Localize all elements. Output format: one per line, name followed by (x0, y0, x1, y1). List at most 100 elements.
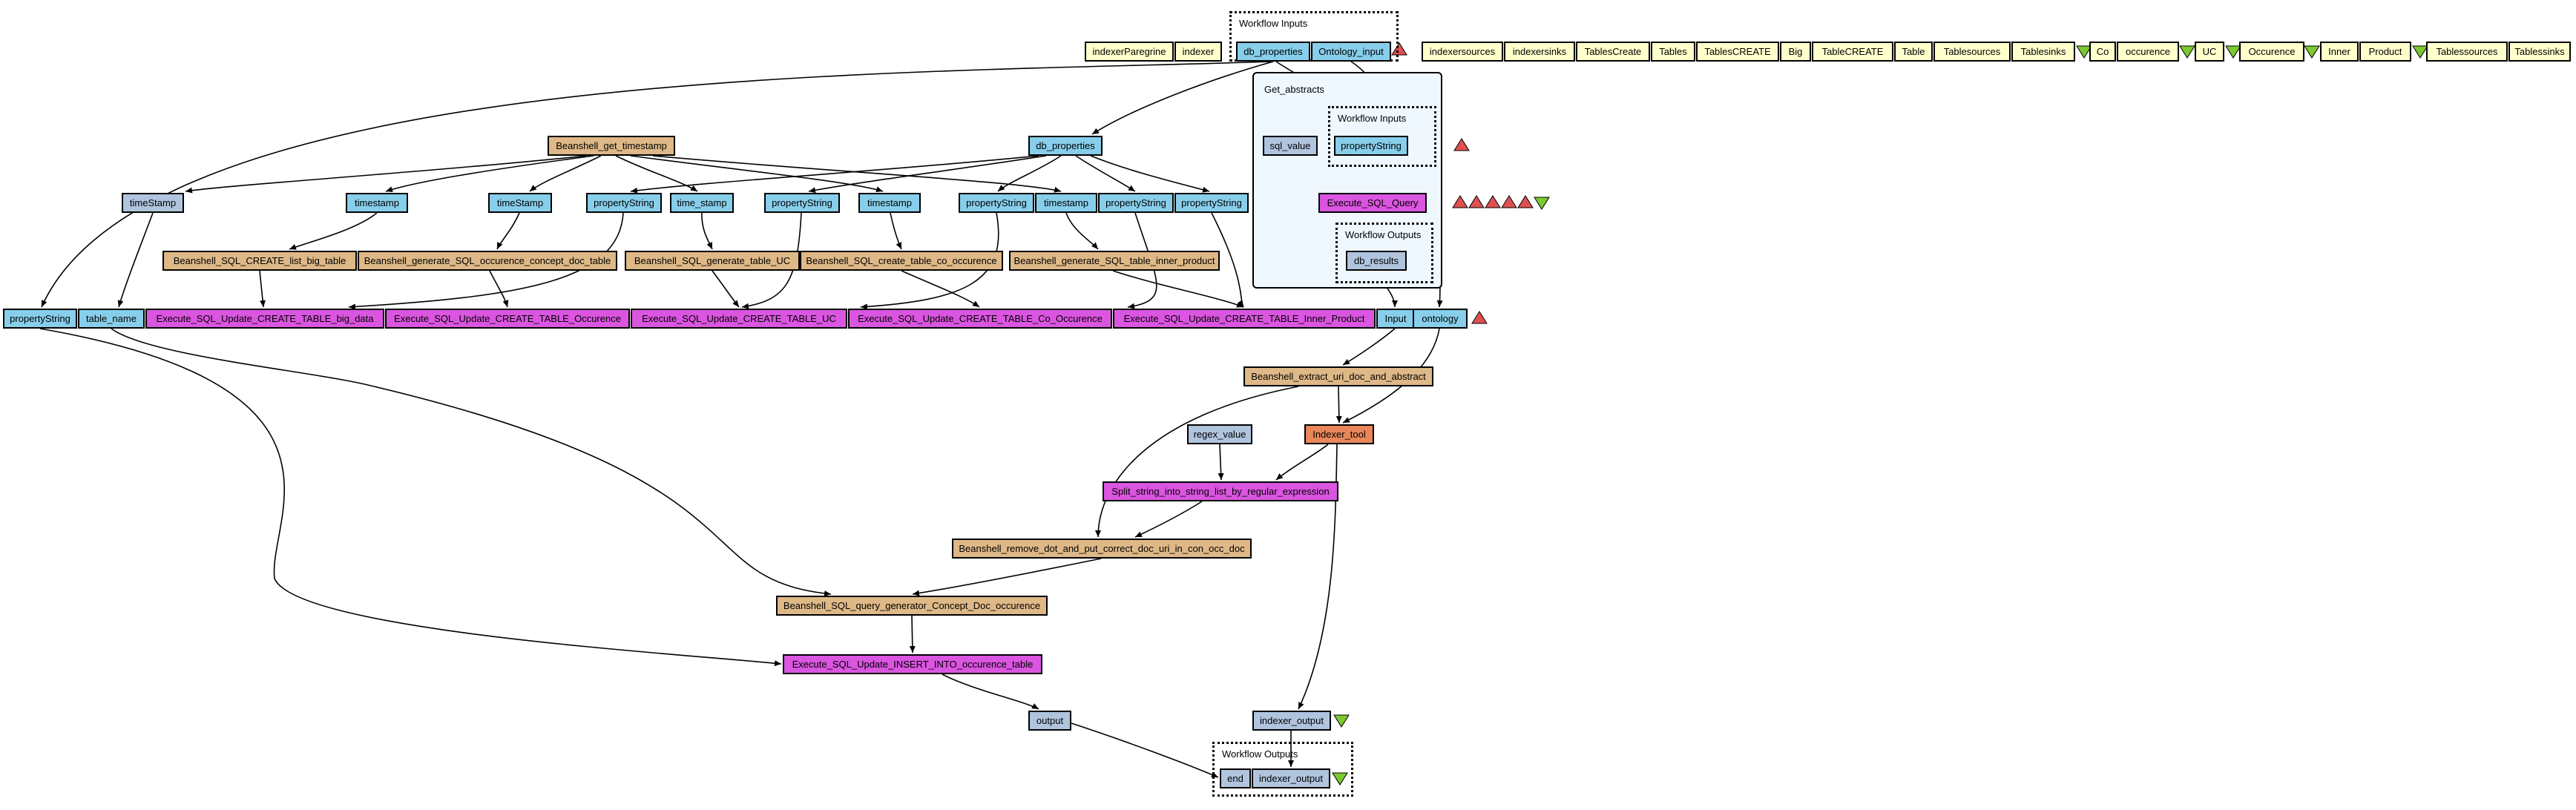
edge-ps6-ex3 (741, 212, 802, 309)
node-c-tablesinks[interactable]: Tablesinks (2011, 42, 2075, 62)
cluster-label: Get_abstracts (1264, 84, 1324, 95)
node-c-tablessinks[interactable]: Tablessinks (2508, 42, 2571, 62)
edge-bs2-ex2 (489, 270, 509, 308)
edge-ps4-ex1 (348, 212, 624, 310)
node-wo-end[interactable]: end (1220, 768, 1251, 788)
node-indexer-tool[interactable]: Indexer_tool (1304, 424, 1374, 444)
node-timestamp-7[interactable]: timestamp (858, 193, 921, 213)
node-table-name[interactable]: table_name (78, 309, 145, 329)
node-c-tablescreate[interactable]: TablesCreate (1576, 42, 1650, 62)
node-wi-ontology-input[interactable]: Ontology_input (1311, 42, 1391, 62)
edge-ts9-bs (1065, 212, 1099, 250)
edge-extract-remove (1095, 386, 1299, 538)
edge-indexer-output (1298, 444, 1338, 710)
node-timestamp-2[interactable]: timestamp (346, 193, 408, 213)
node-timeStamp-3[interactable]: timeStamp (488, 193, 552, 213)
triangle-up-icon (1452, 195, 1468, 208)
node-wi-db-properties[interactable]: db_properties (1236, 42, 1310, 62)
node-bs-create-list-big-table[interactable]: Beanshell_SQL_CREATE_list_big_table (162, 251, 357, 271)
node-beanshell-get-timestamp[interactable]: Beanshell_get_timestamp (548, 136, 675, 156)
node-c-tableCREATE[interactable]: TableCREATE (1812, 42, 1893, 62)
triangle-down-icon (1333, 714, 1350, 728)
edge-ps-left-insert (39, 328, 782, 667)
node-time-stamp-5[interactable]: time_stamp (670, 193, 734, 213)
node-wo-indexer-output[interactable]: indexer_output (1252, 768, 1330, 788)
node-input[interactable]: Input (1376, 309, 1415, 329)
triangle-up-icon (1517, 195, 1534, 208)
node-c-occurence[interactable]: occurence (2117, 42, 2179, 62)
cluster-label: Workflow Inputs (1338, 113, 1407, 124)
edge-bs4-ex4 (901, 270, 980, 308)
node-c-co[interactable]: Co (2089, 42, 2116, 62)
edge-ts-9 (652, 155, 1062, 193)
triangle-down-icon (2225, 45, 2241, 59)
edge-ts-3 (529, 155, 602, 192)
edge-ps11-ex5 (1211, 212, 1244, 308)
node-indexer-output[interactable]: indexer_output (1252, 711, 1331, 731)
node-propertyString-11[interactable]: propertyString (1174, 193, 1249, 213)
edge-db-props (1091, 61, 1274, 135)
cluster-label: Workflow Inputs (1239, 18, 1308, 29)
node-propertyString-left[interactable]: propertyString (3, 309, 77, 329)
node-c-indexersources[interactable]: indexersources (1422, 42, 1503, 62)
node-split-string[interactable]: Split_string_into_string_list_by_regular… (1103, 481, 1338, 501)
node-c-tablessources[interactable]: Tablessources (2426, 42, 2508, 62)
node-c-Occurence[interactable]: Occurence (2239, 42, 2304, 62)
edge-split-remove (1134, 501, 1203, 538)
cluster-bottom-workflow-outputs: Workflow Outputs (1212, 742, 1353, 797)
node-bs-query-generator[interactable]: Beanshell_SQL_query_generator_Concept_Do… (776, 596, 1048, 616)
node-bs-generate-occurence[interactable]: Beanshell_generate_SQL_occurence_concept… (358, 251, 617, 271)
node-c-table[interactable]: Table (1894, 42, 1933, 62)
triangle-down-icon (2076, 45, 2092, 59)
node-bs-create-table-co[interactable]: Beanshell_SQL_create_table_co_occurence (800, 251, 1003, 271)
node-propertyString-10[interactable]: propertyString (1098, 193, 1174, 213)
node-propertyString-8[interactable]: propertyString (959, 193, 1034, 213)
node-sql-value[interactable]: sql_value (1263, 136, 1318, 156)
node-timeStamp-1[interactable]: timeStamp (122, 193, 184, 213)
edge-bs5-ex5 (1112, 270, 1244, 308)
node-indexerParegrine[interactable]: indexerParegrine (1085, 42, 1174, 62)
node-timestamp-9[interactable]: timestamp (1035, 193, 1097, 213)
triangle-down-icon (2412, 45, 2428, 59)
node-propertyString-4[interactable]: propertyString (586, 193, 662, 213)
node-ex-occurence[interactable]: Execute_SQL_Update_CREATE_TABLE_Occurenc… (385, 309, 630, 329)
node-c-product[interactable]: Product (2359, 42, 2411, 62)
node-c-big[interactable]: Big (1780, 42, 1811, 62)
node-ex-big-data[interactable]: Execute_SQL_Update_CREATE_TABLE_big_data (145, 309, 384, 329)
node-db-results[interactable]: db_results (1346, 251, 1407, 271)
node-indexer[interactable]: indexer (1174, 42, 1222, 62)
node-c-inner[interactable]: Inner (2320, 42, 2359, 62)
node-regex-value[interactable]: regex_value (1187, 424, 1252, 444)
node-bs-extract[interactable]: Beanshell_extract_uri_doc_and_abstract (1243, 366, 1433, 386)
node-db-properties[interactable]: db_properties (1028, 136, 1103, 156)
node-ex-co[interactable]: Execute_SQL_Update_CREATE_TABLE_Co_Occur… (848, 309, 1112, 329)
triangle-down-icon (2179, 45, 2195, 59)
edge-db-8 (997, 155, 1062, 192)
node-ex-uc[interactable]: Execute_SQL_Update_CREATE_TABLE_UC (631, 309, 847, 329)
node-c-tables[interactable]: Tables (1651, 42, 1695, 62)
edge-db-4 (630, 155, 1039, 194)
node-c-tablesources[interactable]: Tablesources (1933, 42, 2011, 62)
cluster-label: Workflow Outputs (1345, 229, 1422, 240)
node-bs-generate-inner[interactable]: Beanshell_generate_SQL_table_inner_produ… (1009, 251, 1220, 271)
triangle-down-icon (1534, 197, 1550, 210)
node-ontology[interactable]: ontology (1413, 309, 1468, 329)
node-c-indexersinks[interactable]: indexersinks (1504, 42, 1575, 62)
node-c-uc[interactable]: UC (2195, 42, 2224, 62)
node-bs-remove-dot[interactable]: Beanshell_remove_dot_and_put_correct_doc… (952, 539, 1252, 559)
node-ex-inner[interactable]: Execute_SQL_Update_CREATE_TABLE_Inner_Pr… (1113, 309, 1376, 329)
node-execute-sql-query[interactable]: Execute_SQL_Query (1318, 193, 1427, 213)
node-ex-insert[interactable]: Execute_SQL_Update_INSERT_INTO_occurence… (783, 654, 1042, 674)
node-propertyString-6[interactable]: propertyString (764, 193, 840, 213)
node-bs-generate-table-uc[interactable]: Beanshell_SQL_generate_table_UC (625, 251, 800, 271)
node-output[interactable]: output (1028, 711, 1071, 731)
triangle-down-icon (2304, 45, 2320, 59)
edge-ts-2 (385, 155, 594, 193)
edge-db-6 (808, 155, 1047, 194)
edge-ts-7 (630, 155, 884, 193)
node-nested-propertyString[interactable]: propertyString (1334, 136, 1408, 156)
node-c-tablesCREATE[interactable]: TablesCREATE (1696, 42, 1779, 62)
edge-output-end (1071, 722, 1219, 778)
